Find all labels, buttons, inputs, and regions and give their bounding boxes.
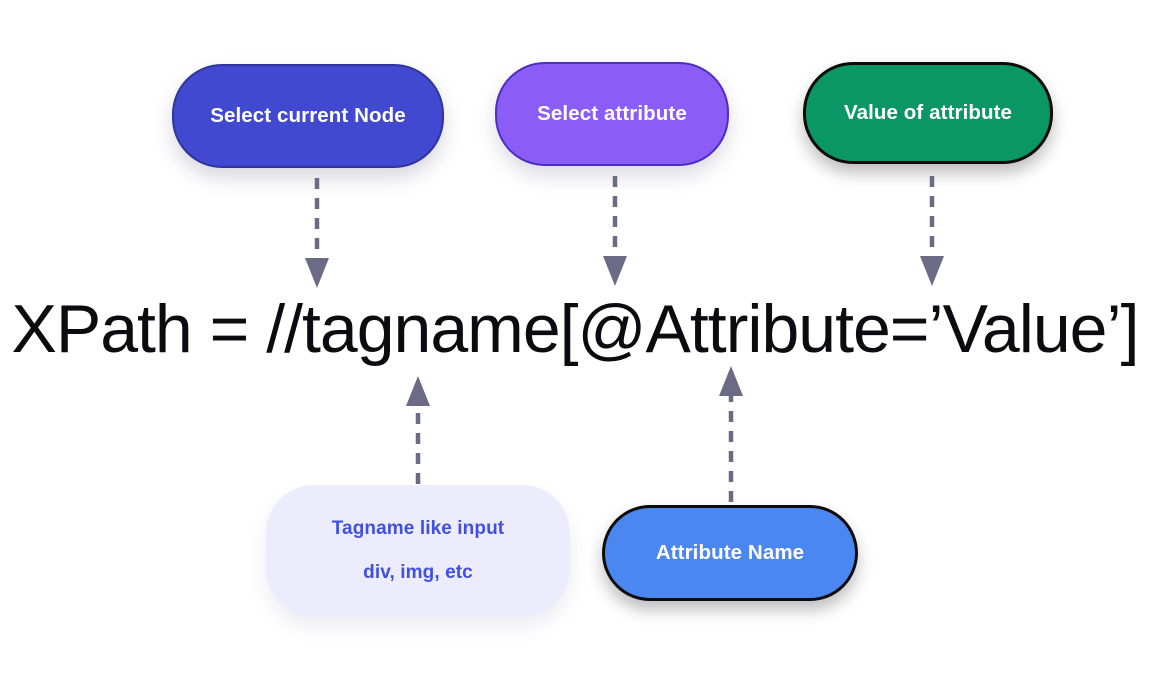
arrow-down-value-of-attribute xyxy=(918,176,946,288)
arrow-down-select-attribute-icon xyxy=(603,176,627,286)
callout-tagname[interactable]: Tagname like input div, img, etc xyxy=(266,485,570,617)
callout-attribute-name[interactable]: Attribute Name xyxy=(602,505,858,601)
callout-tagname-label-line1: Tagname like input xyxy=(331,518,505,540)
callout-value-of-attribute-label: Value of attribute xyxy=(843,101,1013,125)
callout-select-current-node-label: Select current Node xyxy=(210,104,406,128)
callout-select-attribute-label: Select attribute xyxy=(537,102,687,126)
callout-attribute-name-label: Attribute Name xyxy=(655,541,805,565)
xpath-expression: XPath = //tagname[@Attribute=’Value’] xyxy=(11,291,1139,367)
arrow-down-value-of-attribute-icon xyxy=(920,176,944,286)
arrow-down-select-node xyxy=(303,178,331,290)
arrow-down-select-attribute xyxy=(601,176,629,288)
callout-select-current-node[interactable]: Select current Node xyxy=(172,64,444,168)
arrow-up-tagname-icon xyxy=(406,376,430,484)
callout-tagname-label-line2: div, img, etc xyxy=(363,562,473,583)
callout-select-attribute[interactable]: Select attribute xyxy=(495,62,729,166)
arrow-down-select-node-icon xyxy=(305,178,329,288)
arrow-up-attribute-name xyxy=(717,366,745,502)
arrow-up-tagname xyxy=(404,376,432,484)
arrow-up-attribute-name-icon xyxy=(719,366,743,502)
callout-value-of-attribute[interactable]: Value of attribute xyxy=(803,62,1053,164)
